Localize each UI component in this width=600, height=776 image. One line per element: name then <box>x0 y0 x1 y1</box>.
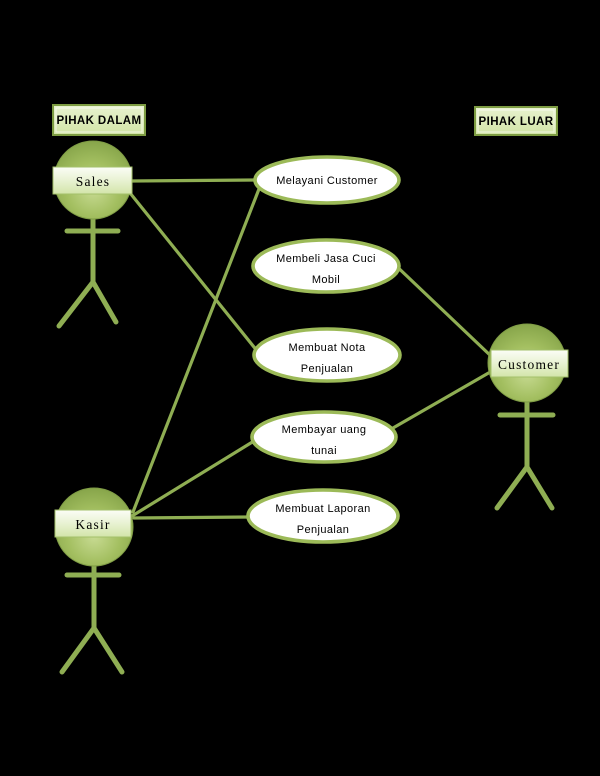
usecase-label-line1: Membuat Laporan <box>275 503 370 515</box>
pihak-luar-box-inner <box>477 109 555 133</box>
usecase-label-line1: Membuat Nota <box>289 342 366 354</box>
association-sales-melayani-customer <box>129 178 258 183</box>
actor-name-box <box>54 509 132 538</box>
actor-right-leg <box>91 625 125 675</box>
usecase-label-line1: Membayar uang <box>282 424 367 436</box>
group-label-pihak-dalam: PIHAK DALAM <box>52 104 146 136</box>
use-cases: Melayani Customer Membeli Jasa Cuci Mobi… <box>246 155 402 544</box>
usecase-label-line1: Membeli Jasa Cuci <box>276 253 376 265</box>
usecase-label-line2: Penjualan <box>297 524 350 536</box>
usecase-ellipse <box>252 327 402 383</box>
usecase-ellipse <box>251 238 401 294</box>
pihak-dalam-label: PIHAK DALAM <box>57 115 142 127</box>
actor-name-label: Kasir <box>75 517 110 532</box>
association-lines <box>124 178 494 520</box>
pihak-dalam-box <box>52 104 146 136</box>
pihak-luar-box <box>474 106 558 136</box>
association-customer-membayar-uang <box>391 369 494 430</box>
usecase-ellipse <box>246 488 400 544</box>
usecase-label-line2: Mobil <box>312 274 340 286</box>
association-sales-membuat-nota <box>124 186 260 354</box>
actor-name-box <box>52 166 133 195</box>
usecase-membeli-jasa-cuci-mobil: Membeli Jasa Cuci Mobil <box>251 238 401 294</box>
actor-name-label: Customer <box>498 357 560 372</box>
usecase-label: Melayani Customer <box>276 175 378 187</box>
association-kasir-membayar-uang <box>130 439 256 518</box>
actor-name-label: Sales <box>76 174 111 189</box>
association-kasir-membuat-laporan <box>132 515 251 520</box>
actor-left-leg <box>56 279 96 329</box>
usecase-membayar-uang-tunai: Membayar uang tunai <box>250 410 398 464</box>
actor-name-box <box>490 349 569 378</box>
usecase-label-line2: Penjualan <box>301 363 354 375</box>
usecase-ellipse <box>250 410 398 464</box>
actor-right-leg <box>90 279 119 325</box>
usecase-membuat-nota-penjualan: Membuat Nota Penjualan <box>252 327 402 383</box>
usecase-membuat-laporan-penjualan: Membuat Laporan Penjualan <box>246 488 400 544</box>
association-customer-membeli-jasa <box>388 258 494 359</box>
association-kasir-melayani-customer <box>131 187 261 514</box>
usecase-label-line2: tunai <box>311 445 337 457</box>
usecase-ellipse <box>253 155 401 205</box>
actor-right-leg <box>524 464 555 511</box>
usecase-melayani-customer: Melayani Customer <box>253 155 401 205</box>
actor-left-leg <box>494 464 530 511</box>
group-labels: PIHAK DALAM PIHAK LUAR <box>52 104 558 136</box>
actor-left-leg <box>59 625 97 675</box>
actor-kasir: Kasir <box>54 487 134 675</box>
actor-customer: Customer <box>487 323 569 511</box>
pihak-dalam-box-inner <box>55 107 143 133</box>
pihak-luar-label: PIHAK LUAR <box>479 116 554 128</box>
actor-sales: Sales <box>52 140 133 329</box>
group-label-pihak-luar: PIHAK LUAR <box>474 106 558 136</box>
actors: Sales Kasir Customer <box>52 140 569 675</box>
